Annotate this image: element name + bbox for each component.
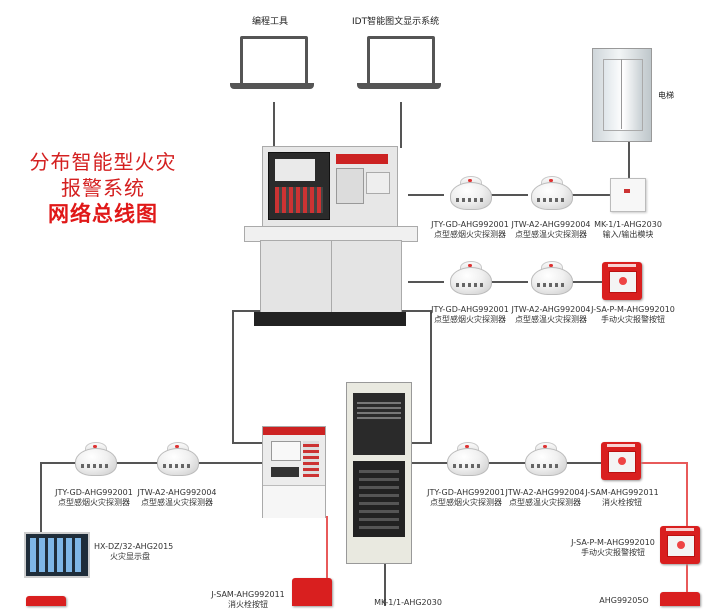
hydrant-button-desc: 消火栓按钮 xyxy=(228,600,268,609)
heat-detector-icon xyxy=(529,174,573,214)
idt-laptop-icon xyxy=(357,36,441,92)
heat-detector-icon xyxy=(523,440,567,480)
idt-display-label: IDT智能图文显示系统 xyxy=(352,17,440,27)
hydrant-button-desc: 消火栓按钮 xyxy=(602,498,642,507)
heat-detector-desc: 点型感温火灾探测器 xyxy=(515,230,587,239)
bus-line xyxy=(40,462,42,532)
fire-control-cabinet xyxy=(346,382,412,564)
bottom-device-model: AHG99205O xyxy=(599,596,649,605)
hydrant-button-model: J-SAM-AHG992011 xyxy=(211,590,285,599)
smoke-detector-model: JTY-GD-AHG992001 xyxy=(431,220,509,229)
smoke-detector-model: JTY-GD-AHG992001 xyxy=(431,305,509,314)
diagram-title-line1: 分布智能型火灾 xyxy=(29,150,177,174)
alarm-device-icon xyxy=(26,596,66,606)
smoke-detector-desc: 点型感烟火灾探测器 xyxy=(58,498,130,507)
bus-line xyxy=(40,462,262,464)
elevator-label: 电梯 xyxy=(658,91,674,100)
manual-alarm-button-desc: 手动火灾报警按钮 xyxy=(581,548,645,557)
fire-display-panel-model: HX-DZ/32-AHG2015 xyxy=(94,542,174,551)
bus-line xyxy=(490,281,528,283)
bus-line xyxy=(490,194,528,196)
smoke-detector-icon xyxy=(73,440,117,480)
io-module-icon xyxy=(610,178,646,212)
manual-alarm-button-model: J-SA-P-M-AHG992010 xyxy=(571,538,655,547)
diagram-title-line2: 报警系统 xyxy=(61,176,145,200)
programming-laptop-icon xyxy=(230,36,314,92)
sub-fire-controller xyxy=(262,426,326,518)
fire-control-console xyxy=(244,146,418,328)
bus-line xyxy=(572,281,602,283)
fire-display-panel-icon xyxy=(24,532,90,578)
smoke-detector-icon xyxy=(445,440,489,480)
bus-line xyxy=(628,140,630,180)
manual-alarm-button-desc: 手动火灾报警按钮 xyxy=(601,315,665,324)
hydrant-button-model: J-SAM-AHG992011 xyxy=(585,488,659,497)
programming-tool-label: 编程工具 xyxy=(252,17,289,27)
bus-line xyxy=(232,310,234,444)
hydrant-button-icon xyxy=(292,578,332,606)
bus-line xyxy=(410,442,432,444)
smoke-detector-desc: 点型感烟火灾探测器 xyxy=(430,498,502,507)
heat-detector-model: JTW-A2-AHG992004 xyxy=(511,220,591,229)
smoke-detector-model: JTY-GD-AHG992001 xyxy=(427,488,505,497)
smoke-detector-desc: 点型感烟火灾探测器 xyxy=(434,230,506,239)
heat-detector-model: JTW-A2-AHG992004 xyxy=(505,488,585,497)
smoke-detector-model: JTY-GD-AHG992001 xyxy=(55,488,133,497)
smoke-detector-icon xyxy=(448,259,492,299)
smoke-detector-desc: 点型感烟火灾探测器 xyxy=(434,315,506,324)
heat-detector-icon xyxy=(529,259,573,299)
elevator-icon xyxy=(592,48,652,142)
manual-alarm-button-model: J-SA-P-M-AHG992010 xyxy=(591,305,675,314)
bus-line xyxy=(408,194,444,196)
heat-detector-model: JTW-A2-AHG992004 xyxy=(511,305,591,314)
bus-line xyxy=(430,310,432,444)
io-module-desc: 输入/输出模块 xyxy=(602,230,654,239)
bus-line xyxy=(232,442,262,444)
manual-alarm-button-icon xyxy=(602,262,642,300)
bus-line xyxy=(408,281,444,283)
heat-detector-desc: 点型感温火灾探测器 xyxy=(509,498,581,507)
diagram-title-line3: 网络总线图 xyxy=(48,202,158,226)
heat-detector-desc: 点型感温火灾探测器 xyxy=(515,315,587,324)
smoke-detector-icon xyxy=(448,174,492,214)
heat-detector-icon xyxy=(155,440,199,480)
heat-detector-desc: 点型感温火灾探测器 xyxy=(141,498,213,507)
hydrant-button-icon xyxy=(601,442,641,480)
fire-display-panel-desc: 火灾显示盘 xyxy=(110,552,150,561)
heat-detector-model: JTW-A2-AHG992004 xyxy=(137,488,217,497)
bus-line xyxy=(400,102,402,148)
alarm-device-icon xyxy=(660,592,700,606)
bus-line xyxy=(572,194,612,196)
bus-line-red xyxy=(326,516,328,580)
io-module-model: MK-1/1-AHG2030 xyxy=(374,598,442,607)
bus-line-red xyxy=(640,462,686,464)
bus-line xyxy=(384,560,386,606)
bus-line xyxy=(273,102,275,148)
manual-alarm-button-icon xyxy=(660,526,700,564)
io-module-model: MK-1/1-AHG2030 xyxy=(594,220,662,229)
